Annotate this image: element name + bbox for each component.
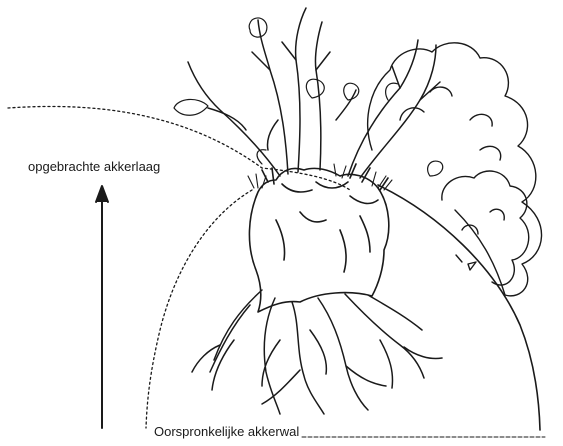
slope-surface-line: [378, 185, 540, 430]
original-bank-label: Oorspronkelijke akkerwal: [152, 424, 301, 439]
tree-branches: [188, 8, 440, 178]
shrub-cluster: [368, 43, 542, 296]
upward-arrow-icon: [96, 186, 108, 202]
tree-stump: [249, 164, 388, 312]
roots: [192, 290, 442, 414]
applied-layer-label: opgebrachte akkerlaag: [26, 159, 162, 174]
original-bank-boundary-line: [146, 190, 252, 428]
leaves: [174, 18, 443, 176]
